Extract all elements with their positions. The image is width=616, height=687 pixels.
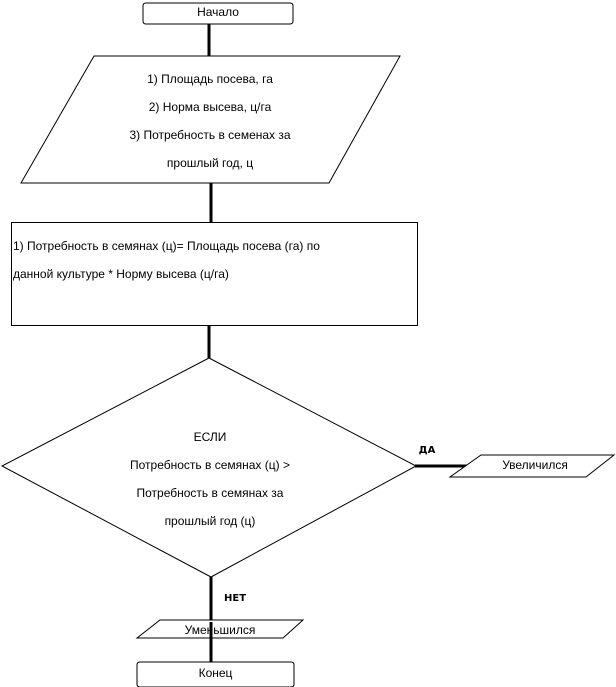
- process-line-2: данной культуре * Норму высева (ц/га): [13, 267, 229, 281]
- process-line-1: 1) Потребность в семянах (ц)= Площадь по…: [13, 239, 320, 253]
- end-terminator-shape[interactable]: [136, 661, 295, 687]
- decreased-label: Уменьшился: [184, 623, 256, 637]
- decision-line-4: прошлый год (ц): [164, 514, 256, 528]
- input-line-1: 1) Площадь посева, га: [147, 72, 273, 86]
- increased-label: Увеличился: [502, 458, 568, 472]
- end-label: Конец: [198, 666, 233, 680]
- start-label: Начало: [197, 5, 239, 19]
- decision-label: ЕСЛИ Потребность в семянах (ц) > Потребн…: [100, 416, 320, 542]
- process-shape[interactable]: [11, 222, 418, 326]
- decision-shape[interactable]: [0, 357, 418, 578]
- decision-line-2: Потребность в семянах (ц) >: [130, 458, 290, 472]
- input-line-3: 3) Потребность в семенах за: [129, 128, 291, 142]
- edge-label-no: НЕТ: [224, 593, 247, 604]
- input-label: 1) Площадь посева, га 2) Норма высева, ц…: [100, 58, 320, 184]
- decision-line-1: ЕСЛИ: [193, 430, 227, 444]
- process-label: 1) Потребность в семянах (ц)= Площадь по…: [13, 225, 415, 295]
- input-data-shape[interactable]: [20, 55, 401, 184]
- start-terminator-shape[interactable]: [142, 2, 294, 25]
- input-line-4: прошлый год, ц: [166, 156, 254, 170]
- decision-line-3: Потребность в семянах за: [136, 486, 284, 500]
- increased-output-shape[interactable]: [448, 454, 616, 478]
- decreased-output-shape[interactable]: [135, 619, 305, 639]
- input-line-2: 2) Норма высева, ц/га: [148, 100, 272, 114]
- edge-label-yes: ДА: [418, 445, 436, 456]
